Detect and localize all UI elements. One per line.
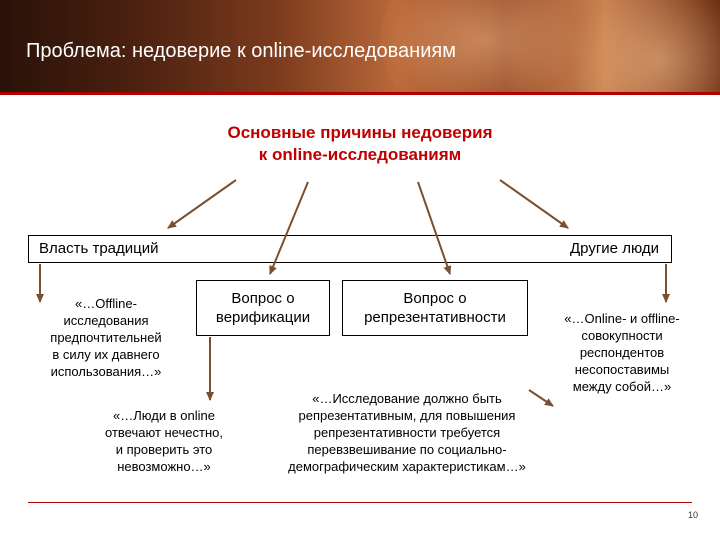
quote-line: репрезентативности требуется: [313, 425, 501, 440]
quote-line: невозможно…»: [117, 459, 211, 474]
quote-online: «…Online- и offline- совокупности респон…: [540, 310, 704, 395]
quote-line: «…Online- и offline-: [564, 311, 680, 326]
quote-line: использования…»: [50, 364, 162, 379]
quote-people: «…Люди в online отвечают нечестно, и про…: [84, 407, 244, 475]
quote-research: «…Исследование должно быть репрезентатив…: [248, 390, 566, 475]
quote-offline: «…Offline- исследования предпочтительней…: [24, 295, 188, 380]
root-title-line: Основные причины недоверия: [227, 123, 493, 142]
arrow-to-verification: [269, 181, 309, 275]
quote-line: отвечают нечестно,: [105, 425, 223, 440]
quote-line: исследования: [63, 313, 149, 328]
quote-line: репрезентативным, для повышения: [298, 408, 516, 423]
banner-decoration: [560, 0, 720, 92]
quote-line: респондентов: [579, 345, 665, 360]
page-number: 10: [687, 510, 698, 520]
banner-decoration: [380, 0, 640, 92]
quote-line: в силу их давнего: [52, 347, 160, 362]
header-divider: [0, 92, 720, 95]
footer-divider: [28, 502, 692, 503]
quote-line: демографическим характеристикам…»: [288, 459, 526, 474]
box-line: Вопрос о: [231, 290, 295, 307]
slide-title: Проблема: недоверие к online-исследовани…: [26, 40, 456, 62]
quote-line: предпочтительней: [50, 330, 162, 345]
box-line: верификации: [215, 309, 311, 326]
quote-line: «…Исследование должно быть: [312, 391, 502, 406]
quote-line: несопоставимы: [574, 362, 670, 377]
quote-line: «…Offline-: [75, 296, 137, 311]
arrow-to-traditions: [167, 179, 237, 229]
quote-line: и проверить это: [115, 442, 213, 457]
box-representativeness: Вопрос о репрезентативности: [342, 280, 528, 336]
quote-line: между собой…»: [572, 379, 672, 394]
header-banner: Проблема: недоверие к online-исследовани…: [0, 0, 720, 92]
category-traditions: Власть традиций: [39, 240, 159, 257]
quote-line: перевзвешивание по социально-: [307, 442, 507, 457]
box-line: репрезентативности: [364, 309, 506, 326]
quote-line: совокупности: [581, 328, 663, 343]
arrow-to-representativeness: [417, 181, 452, 275]
category-other-people: Другие люди: [570, 240, 659, 257]
quote-line: «…Люди в online: [113, 408, 215, 423]
category-bar: Власть традиций Другие люди: [28, 235, 672, 263]
box-verification: Вопрос о верификации: [196, 280, 330, 336]
diagram-root-title: Основные причины недоверия к online-иссл…: [170, 122, 550, 166]
arrow-to-other-people: [499, 179, 569, 229]
arrow-to-quote-research: [528, 389, 554, 407]
root-title-line: к online-исследованиям: [258, 145, 462, 164]
box-line: Вопрос о: [403, 290, 467, 307]
